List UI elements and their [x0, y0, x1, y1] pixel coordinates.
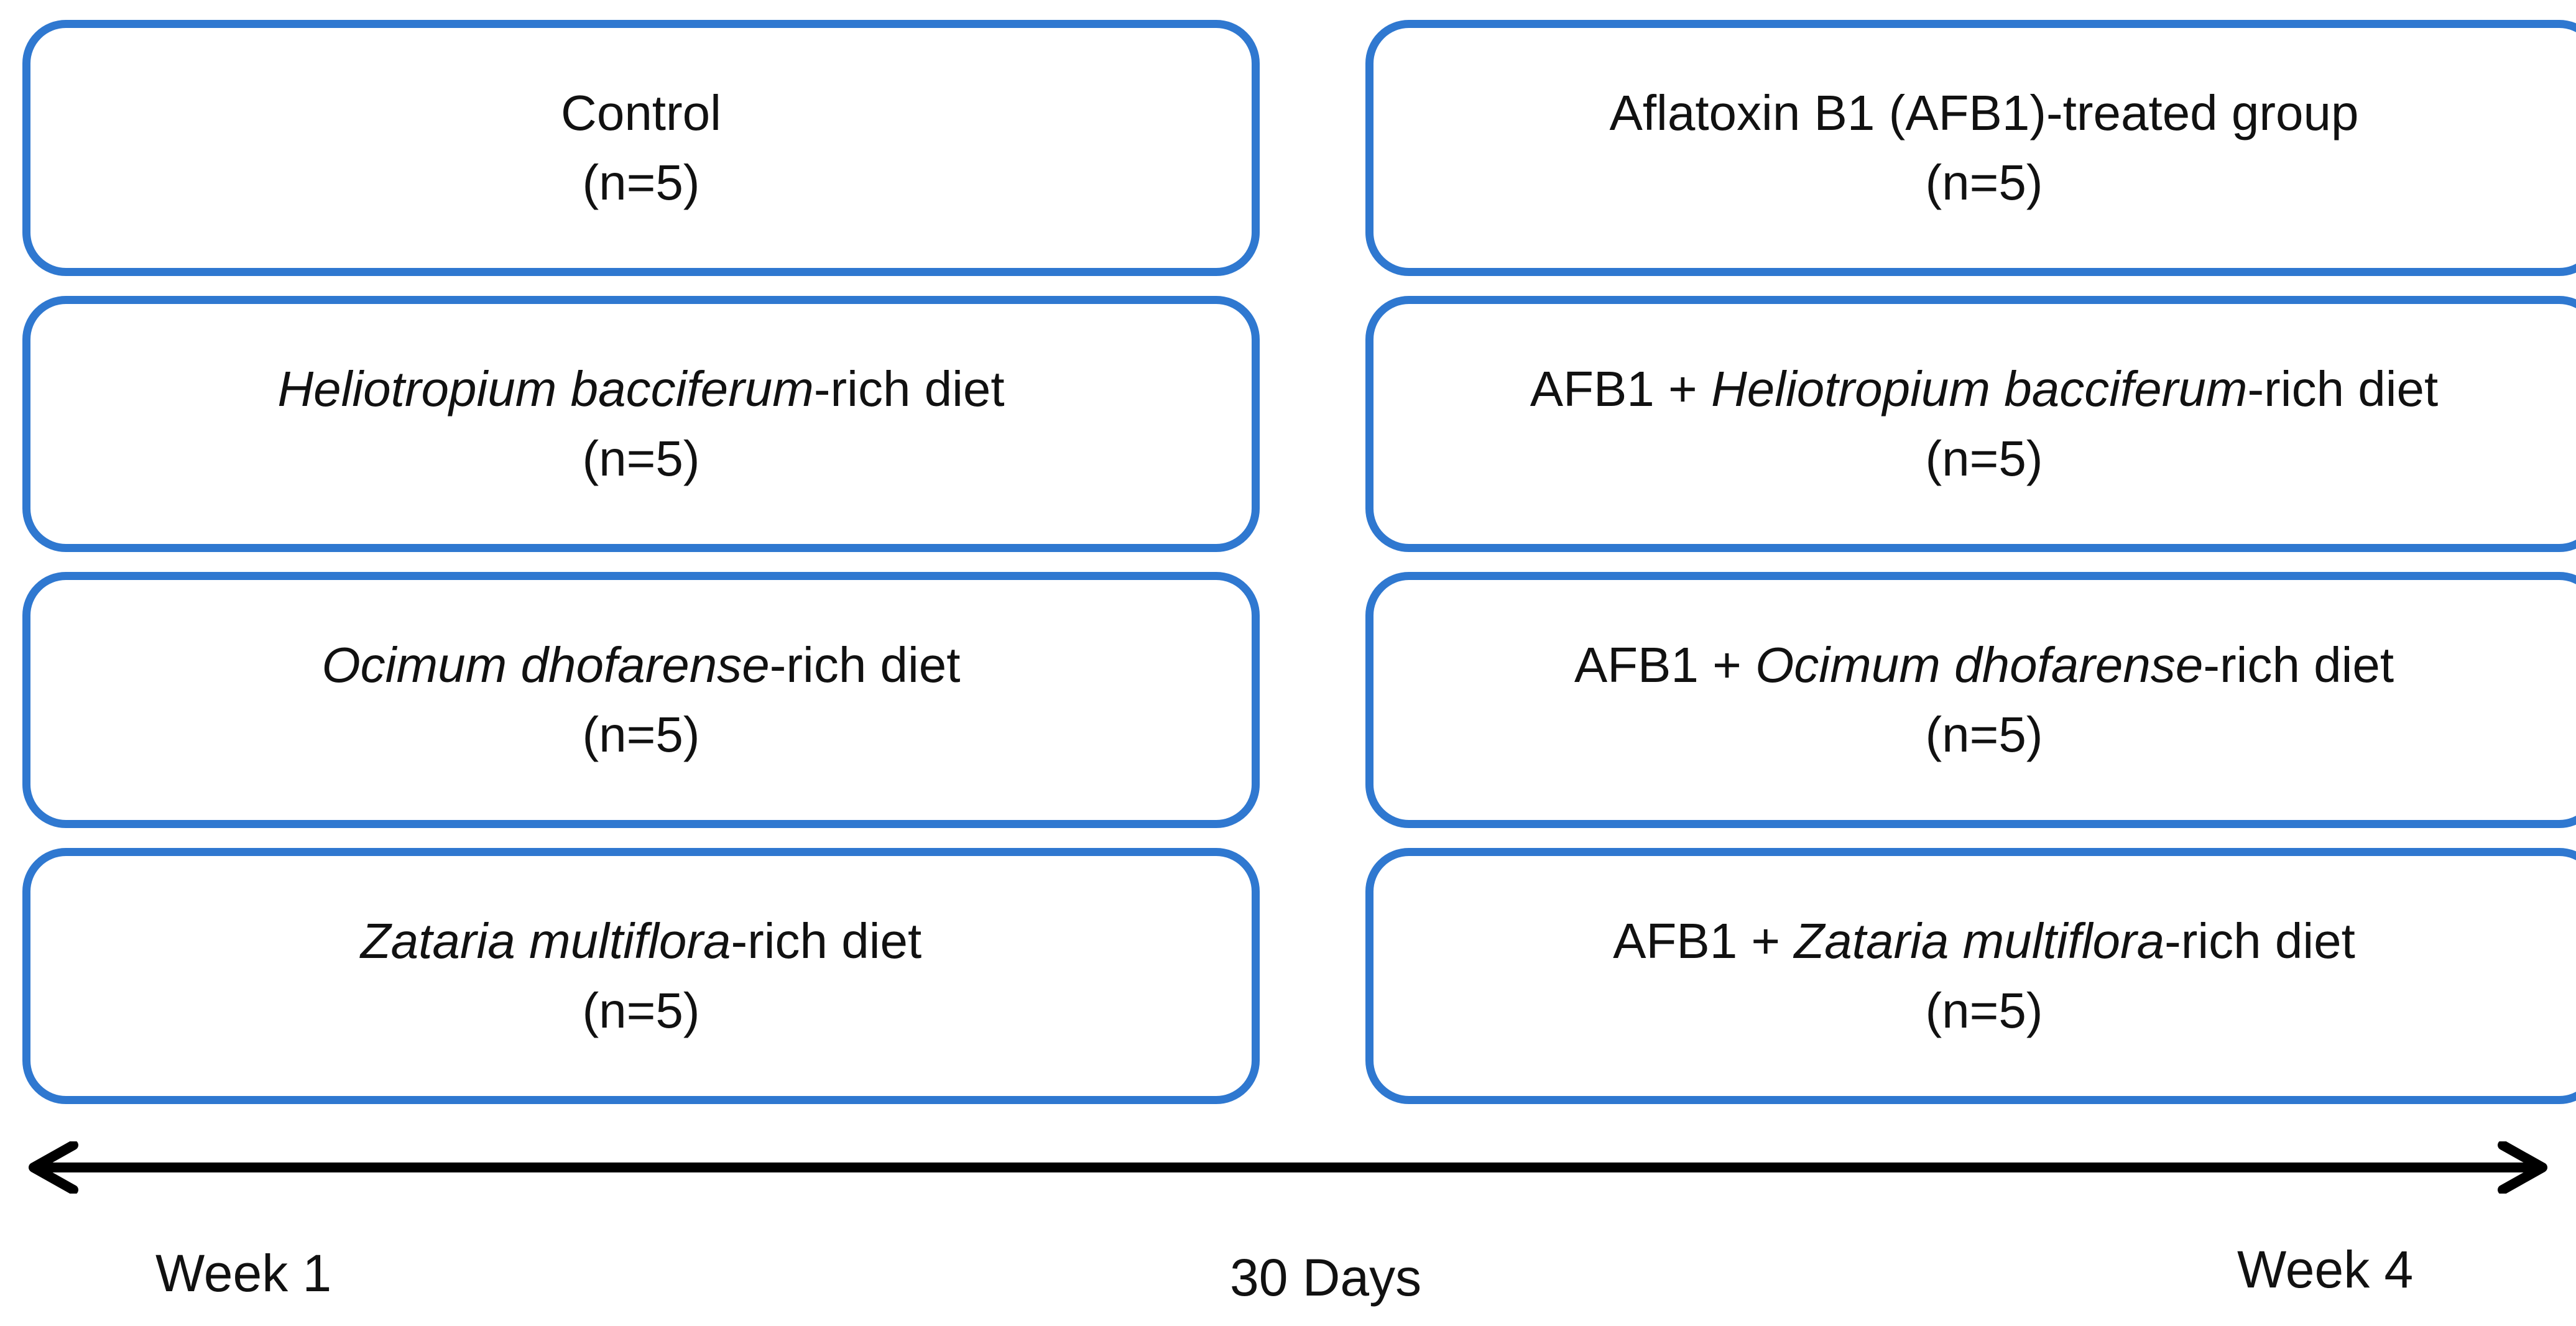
- group-name-prefix: AFB1 +: [1530, 361, 1711, 417]
- group-name-species: Heliotropium bacciferum: [1710, 361, 2248, 417]
- group-box-zataria-diet: Zataria multiflora-rich diet (n=5): [22, 848, 1260, 1104]
- group-sample-size: (n=5): [582, 155, 700, 210]
- group-box-afb1: Aflatoxin B1 (AFB1)-treated group (n=5): [1365, 20, 2576, 276]
- group-name-zataria-diet: Zataria multiflora-rich diet: [361, 906, 922, 976]
- timeline-arrow-head-left: [29, 1141, 78, 1194]
- group-box-afb1-heliotropium-diet: AFB1 + Heliotropium bacciferum-rich diet…: [1365, 296, 2576, 552]
- group-sample-size: (n=5): [1925, 983, 2043, 1038]
- group-sample-size: (n=5): [1925, 155, 2043, 210]
- timeline-end-label: Week 4: [2237, 1240, 2414, 1299]
- group-box-afb1-ocimum-diet: AFB1 + Ocimum dhofarense-rich diet (n=5): [1365, 572, 2576, 828]
- group-sample-size: (n=5): [1925, 431, 2043, 486]
- group-name-species: Ocimum dhofarense: [1755, 637, 2204, 693]
- group-sample-size: (n=5): [582, 983, 700, 1038]
- timeline-duration-label: 30 Days: [1230, 1248, 1422, 1307]
- group-name-species: Zataria multiflora: [1794, 913, 2165, 969]
- group-box-heliotropium-diet: Heliotropium bacciferum-rich diet (n=5): [22, 296, 1260, 552]
- group-name-afb1-heliotropium-diet: AFB1 + Heliotropium bacciferum-rich diet: [1530, 354, 2439, 424]
- group-sample-size: (n=5): [582, 707, 700, 762]
- group-name-suffix: Control: [561, 85, 721, 140]
- group-sample-size: (n=5): [582, 431, 700, 486]
- group-name-ocimum-diet: Ocimum dhofarense-rich diet: [321, 630, 960, 700]
- group-name-suffix: -rich diet: [813, 361, 1005, 417]
- group-name-suffix: -rich diet: [769, 637, 961, 693]
- group-name-control: Control: [561, 78, 721, 148]
- afb1-groups-column: Aflatoxin B1 (AFB1)-treated group (n=5) …: [1365, 20, 2576, 1124]
- timeline-start-label: Week 1: [155, 1244, 332, 1302]
- group-name-species: Zataria multiflora: [360, 913, 731, 969]
- group-name-suffix: -rich diet: [2164, 913, 2355, 969]
- group-name-suffix: -rich diet: [731, 913, 922, 969]
- group-name-suffix: -rich diet: [2203, 637, 2394, 693]
- control-groups-column: Control (n=5) Heliotropium bacciferum-ri…: [22, 20, 1260, 1124]
- group-name-suffix: -rich diet: [2247, 361, 2439, 417]
- group-name-species: Heliotropium bacciferum: [277, 361, 814, 417]
- group-name-prefix: Aflatoxin B1 (AFB1)-treated group: [1609, 85, 2359, 140]
- timeline-arrow-head-right: [2498, 1141, 2547, 1194]
- group-name-prefix: AFB1 +: [1574, 637, 1756, 693]
- group-box-ocimum-diet: Ocimum dhofarense-rich diet (n=5): [22, 572, 1260, 828]
- group-sample-size: (n=5): [1925, 707, 2043, 762]
- group-name-afb1-zataria-diet: AFB1 + Zataria multiflora-rich diet: [1613, 906, 2355, 976]
- group-name-heliotropium-diet: Heliotropium bacciferum-rich diet: [277, 354, 1004, 424]
- group-box-control: Control (n=5): [22, 20, 1260, 276]
- timeline-arrow: [29, 1141, 2547, 1194]
- group-name-afb1-ocimum-diet: AFB1 + Ocimum dhofarense-rich diet: [1574, 630, 2394, 700]
- group-name-afb1: Aflatoxin B1 (AFB1)-treated group: [1609, 78, 2358, 148]
- group-box-afb1-zataria-diet: AFB1 + Zataria multiflora-rich diet (n=5…: [1365, 848, 2576, 1104]
- group-name-species: Ocimum dhofarense: [321, 637, 770, 693]
- group-name-prefix: AFB1 +: [1613, 913, 1794, 969]
